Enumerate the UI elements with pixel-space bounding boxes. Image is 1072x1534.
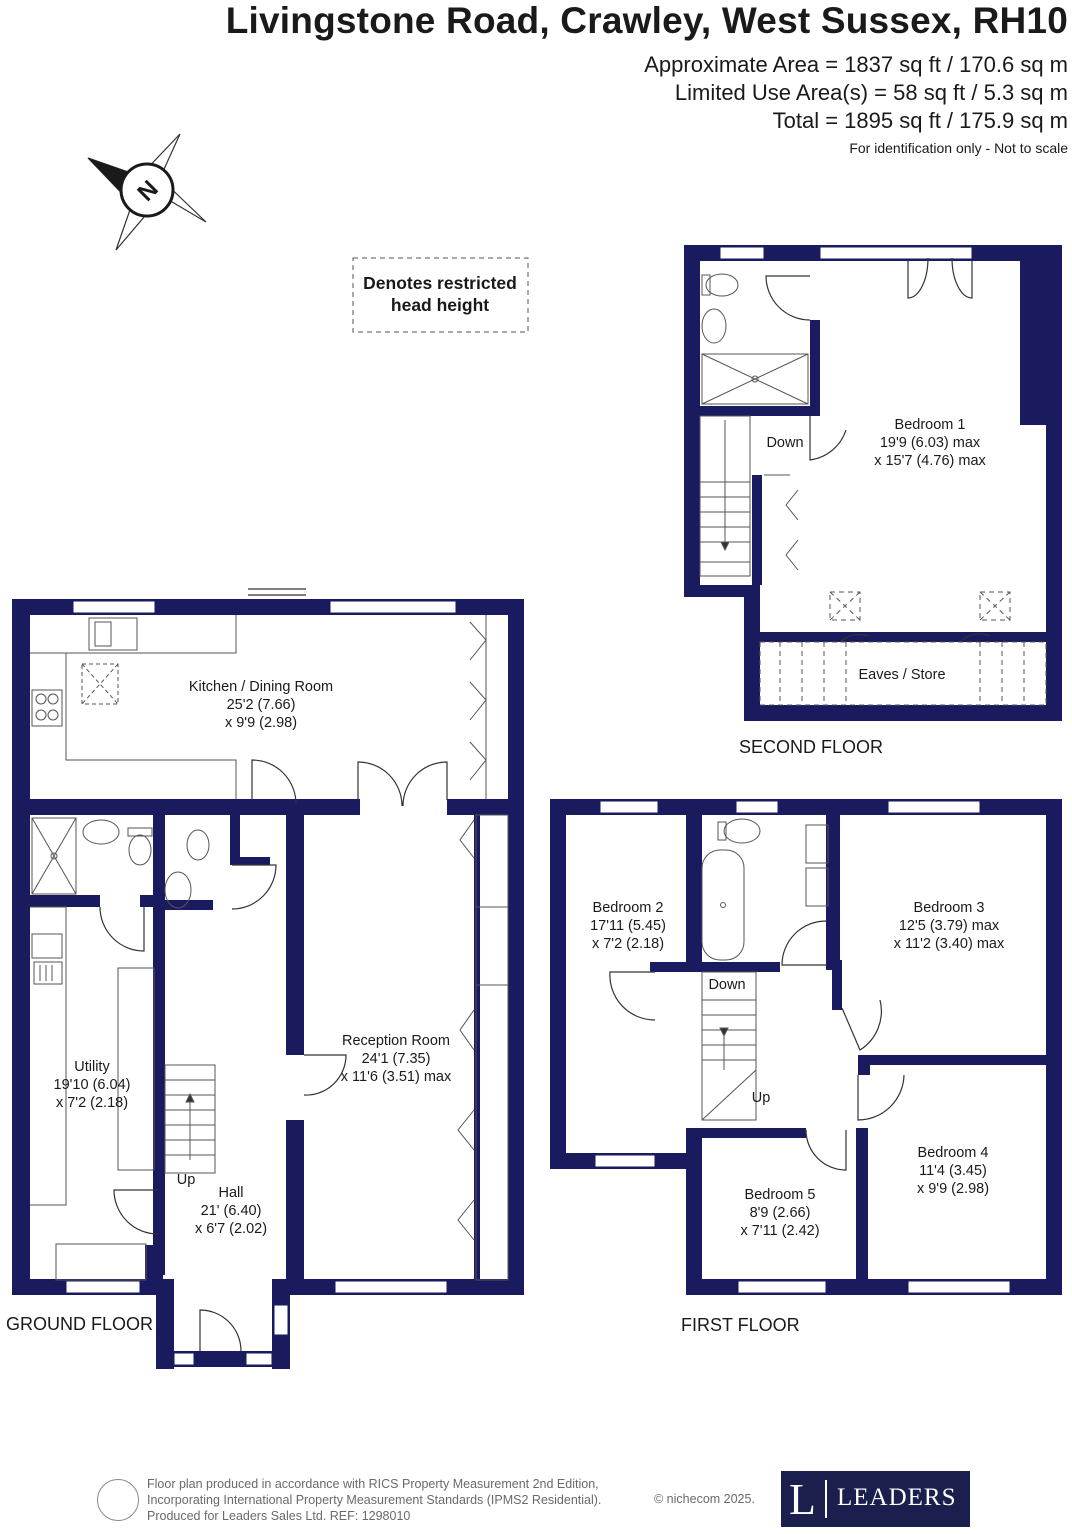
kitchen-units bbox=[30, 615, 487, 799]
second-doors bbox=[765, 257, 991, 643]
first-stairs-up: Up bbox=[752, 1090, 771, 1106]
second-stairs-down: Down bbox=[766, 435, 803, 451]
footer-line-2: Incorporating International Property Mea… bbox=[147, 1493, 602, 1507]
bedroom5-name: Bedroom 5 bbox=[745, 1187, 816, 1203]
bedroom5-dim-2: x 7'11 (2.42) bbox=[740, 1223, 819, 1239]
utility-name: Utility bbox=[74, 1059, 110, 1075]
eaves-store-name: Eaves / Store bbox=[858, 667, 945, 683]
ground-labels: Kitchen / Dining Room 25'2 (7.66) x 9'9 … bbox=[6, 679, 452, 1334]
ground-stairs-up: Up bbox=[177, 1172, 196, 1188]
second-labels: Bedroom 1 19'9 (6.03) max x 15'7 (4.76) … bbox=[739, 417, 987, 757]
scale-disclaimer: For identification only - Not to scale bbox=[849, 140, 1068, 156]
second-floor-label: SECOND FLOOR bbox=[739, 737, 883, 757]
leaders-logo-divider bbox=[825, 1480, 827, 1518]
first-staircase bbox=[701, 971, 757, 1121]
ground-doors bbox=[99, 588, 448, 1352]
kitchen-dim-2: x 9'9 (2.98) bbox=[225, 715, 297, 731]
first-doors bbox=[609, 920, 905, 1171]
first-floor-plan bbox=[550, 799, 1062, 1295]
approximate-area: Approximate Area = 1837 sq ft / 170.6 sq… bbox=[644, 52, 1068, 77]
bedroom2-dim-1: 17'11 (5.45) bbox=[590, 918, 666, 934]
legend-line-2: head height bbox=[391, 295, 489, 315]
reception-dim-2: x 11'6 (3.51) max bbox=[341, 1069, 452, 1085]
leaders-logo-name: LEADERS bbox=[837, 1484, 957, 1511]
hall-name: Hall bbox=[219, 1185, 244, 1201]
leaders-logo: L LEADERS bbox=[781, 1471, 970, 1527]
bedroom4-name: Bedroom 4 bbox=[918, 1145, 989, 1161]
first-labels: Bedroom 2 17'11 (5.45) x 7'2 (2.18) Bedr… bbox=[590, 900, 1005, 1335]
reception-cupboards bbox=[457, 814, 509, 1281]
second-eaves bbox=[759, 591, 1047, 706]
bedroom4-dim-1: 11'4 (3.45) bbox=[919, 1163, 987, 1179]
property-address-title: Livingstone Road, Crawley, West Sussex, … bbox=[225, 0, 1068, 41]
bedroom3-dim-2: x 11'2 (3.40) max bbox=[894, 936, 1005, 952]
kitchen-name: Kitchen / Dining Room bbox=[189, 679, 333, 695]
reception-name: Reception Room bbox=[342, 1033, 450, 1049]
second-bathroom-fittings bbox=[701, 273, 809, 405]
total-area: Total = 1895 sq ft / 175.9 sq m bbox=[772, 108, 1068, 133]
nichecom-credit: © nichecom 2025. bbox=[654, 1492, 755, 1506]
footer-line-1: Floor plan produced in accordance with R… bbox=[147, 1477, 599, 1491]
footer-line-3: Produced for Leaders Sales Ltd. REF: 129… bbox=[147, 1509, 411, 1523]
bedroom3-name: Bedroom 3 bbox=[914, 900, 985, 916]
bedroom1-dim-2: x 15'7 (4.76) max bbox=[874, 453, 986, 469]
first-stairs-down: Down bbox=[708, 977, 745, 993]
first-bathroom-fittings bbox=[701, 818, 829, 961]
reception-dim-1: 24'1 (7.35) bbox=[362, 1051, 431, 1067]
bedroom5-dim-1: 8'9 (2.66) bbox=[750, 1205, 811, 1221]
bedroom1-dim-1: 19'9 (6.03) max bbox=[880, 435, 981, 451]
second-staircase bbox=[699, 415, 799, 577]
compass-north-icon: N bbox=[87, 133, 207, 251]
first-windows bbox=[594, 800, 1011, 1294]
ground-windows bbox=[65, 600, 457, 1366]
ipms-badge-icon bbox=[97, 1479, 139, 1521]
bedroom1-name: Bedroom 1 bbox=[895, 417, 966, 433]
limited-use-area: Limited Use Area(s) = 58 sq ft / 5.3 sq … bbox=[674, 80, 1068, 105]
hall-dim-1: 21' (6.40) bbox=[201, 1203, 262, 1219]
second-windows bbox=[719, 246, 973, 260]
footer-notes: Floor plan produced in accordance with R… bbox=[147, 1476, 601, 1524]
restricted-height-legend: Denotes restricted head height bbox=[352, 257, 529, 333]
second-floor-plan bbox=[684, 245, 1062, 721]
leaders-logo-letter: L bbox=[789, 1475, 816, 1524]
hall-dim-2: x 6'7 (2.02) bbox=[195, 1221, 267, 1237]
utility-dim-2: x 7'2 (2.18) bbox=[56, 1095, 128, 1111]
kitchen-dim-1: 25'2 (7.66) bbox=[227, 697, 296, 713]
bedroom4-dim-2: x 9'9 (2.98) bbox=[917, 1181, 989, 1197]
utility-fittings bbox=[30, 817, 210, 1281]
first-floor-label: FIRST FLOOR bbox=[681, 1315, 800, 1335]
bedroom2-name: Bedroom 2 bbox=[593, 900, 664, 916]
utility-dim-1: 19'10 (6.04) bbox=[54, 1077, 131, 1093]
bedroom3-dim-1: 12'5 (3.79) max bbox=[899, 918, 1000, 934]
ground-floor-label: GROUND FLOOR bbox=[6, 1314, 153, 1334]
legend-line-1: Denotes restricted bbox=[363, 273, 517, 293]
bedroom2-dim-2: x 7'2 (2.18) bbox=[592, 936, 664, 952]
ground-staircase bbox=[164, 1064, 216, 1174]
